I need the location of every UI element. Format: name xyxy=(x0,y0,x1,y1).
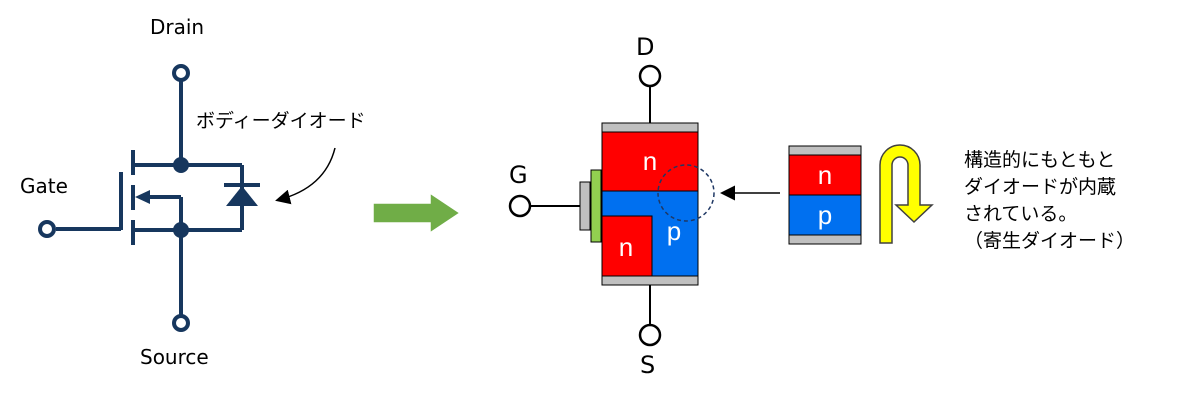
g-terminal xyxy=(508,194,532,218)
device-structure: n n p xyxy=(508,64,715,347)
g-label: G xyxy=(509,161,528,189)
s-label: S xyxy=(640,351,655,379)
parasitic-n-label: n xyxy=(818,160,832,190)
junction-highlight xyxy=(657,164,715,222)
gate-electrode xyxy=(579,181,591,231)
body-diode-icon xyxy=(224,183,260,206)
gate-terminal xyxy=(38,220,56,238)
n-bottom-label: n xyxy=(619,232,633,262)
green-arrow-icon xyxy=(372,191,462,235)
note-line-4: （寄生ダイオード） xyxy=(964,230,1135,252)
parasitic-p-label: p xyxy=(818,200,832,230)
note-line-3: されている。 xyxy=(964,203,1077,225)
n-top-label: n xyxy=(643,146,657,176)
parasitic-n xyxy=(788,154,862,196)
parasitic-diode: n p xyxy=(788,145,862,245)
drain-metal xyxy=(601,122,699,133)
note-line-2: ダイオードが内蔵 xyxy=(964,176,1116,198)
parasitic-p xyxy=(788,194,862,236)
gate-label: Gate xyxy=(20,174,68,198)
source-junction-dot xyxy=(173,222,189,238)
p-right-label: p xyxy=(667,216,681,246)
source-label: Source xyxy=(140,345,209,369)
source-terminal xyxy=(172,314,190,332)
d-label: D xyxy=(636,33,654,61)
drain-label: Drain xyxy=(150,15,204,39)
source-metal xyxy=(601,275,699,286)
d-terminal xyxy=(638,64,662,88)
note-line-1: 構造的にもともと xyxy=(964,149,1115,171)
callout-arrow xyxy=(275,147,336,205)
drain-junction-dot xyxy=(173,157,189,173)
body-diode-label: ボディーダイオード xyxy=(196,110,366,132)
gate-oxide xyxy=(590,169,602,243)
drain-terminal xyxy=(172,64,190,82)
yellow-uturn-arrow-icon xyxy=(879,144,934,244)
body-arrow-icon xyxy=(135,190,150,204)
s-terminal xyxy=(638,323,662,347)
